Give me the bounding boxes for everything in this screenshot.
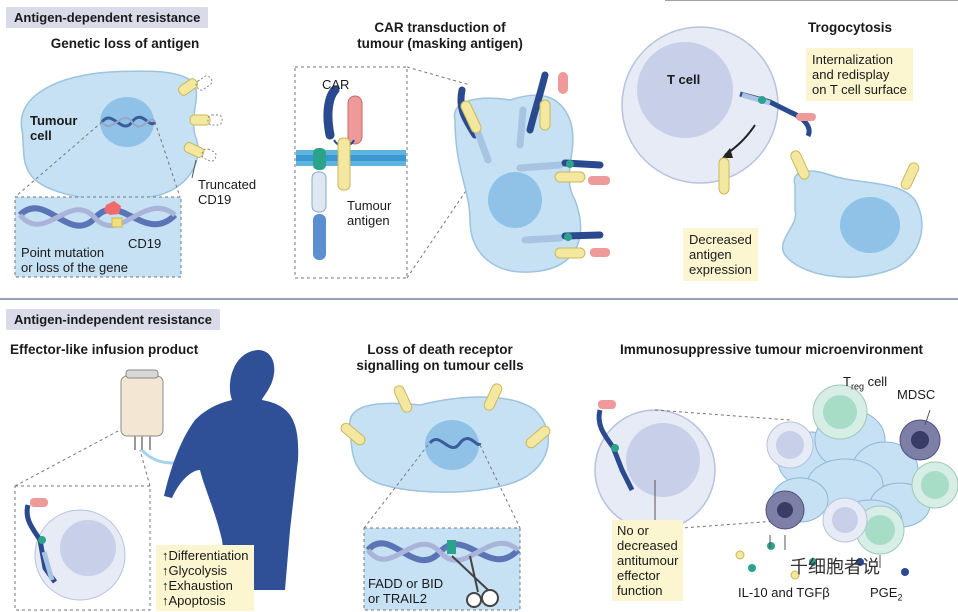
tumour-antigen: [337, 137, 351, 191]
trogocytosis-title: Trogocytosis: [807, 20, 893, 35]
car-construct: [323, 85, 340, 140]
point-mutation-label: Point mutation or loss of the gene: [21, 245, 128, 275]
section-label-antigen-independent: Antigen-independent resistance: [6, 309, 220, 330]
watermark: 千细胞者说: [790, 557, 880, 577]
infusion-bag: [120, 375, 164, 437]
pge2-sub: 2: [897, 592, 903, 603]
effector-title: Effector-like infusion product: [10, 342, 199, 357]
tumour-cell-label: Tumour cell: [30, 113, 78, 143]
patient-silhouette: [164, 350, 299, 590]
treg-label-sub: reg: [850, 381, 864, 392]
top-edge-line: [665, 0, 958, 1]
effector-list: ↑Differentiation ↑Glycolysis ↑Exhaustion…: [156, 545, 255, 611]
internalization-note: Internalization and redisplay on T cell …: [806, 48, 913, 101]
effector-item-exhaustion: ↑Exhaustion: [162, 578, 233, 593]
section-divider: [0, 298, 958, 300]
death-receptor-title: Loss of death receptor signalling on tum…: [356, 342, 524, 373]
effector-item-glycolysis: ↑Glycolysis: [162, 563, 228, 578]
mutation-marker: [104, 201, 121, 215]
genetic-loss-title: Genetic loss of antigen: [50, 36, 200, 51]
mdsc-label: MDSC: [897, 387, 936, 402]
pge2-label: PGE2: [870, 585, 902, 606]
effector-item-differentiation: ↑Differentiation: [162, 548, 249, 563]
cytokine-dots: [735, 542, 909, 580]
tumour-antigen-label: Tumour antigen: [347, 198, 392, 228]
decreased-antigen-note: Decreased antigen expression: [683, 228, 758, 281]
scissors-icon: [451, 555, 499, 608]
effector-item-apoptosis: ↑Apoptosis: [162, 593, 226, 608]
fadd-label: FADD or BID or TRAIL2: [368, 576, 444, 606]
immunosuppressive-title: Immunosuppressive tumour microenvironmen…: [620, 342, 924, 357]
treg-label-prefix: T: [843, 374, 851, 389]
section-label-antigen-dependent: Antigen-dependent resistance: [6, 7, 209, 28]
antigen-cd19: [178, 78, 198, 96]
truncated-cd19-label: Truncated CD19: [198, 177, 257, 207]
treg-label: Treg cell: [843, 374, 887, 395]
il10-label: IL-10 and TGFβ: [738, 585, 830, 600]
treg-label-suffix: cell: [863, 374, 888, 389]
pge2-prefix: PGE: [870, 585, 898, 600]
t-cell-label: T cell: [667, 72, 701, 87]
t-cell-nucleus: [637, 42, 733, 138]
car-label: CAR: [322, 77, 350, 92]
tumour-nucleus: [100, 97, 154, 147]
no-decreased-note: No or decreased antitumour effector func…: [612, 520, 684, 601]
cd19-label: CD19: [128, 236, 162, 251]
car-transduction-title: CAR transduction of tumour (masking anti…: [357, 20, 523, 51]
